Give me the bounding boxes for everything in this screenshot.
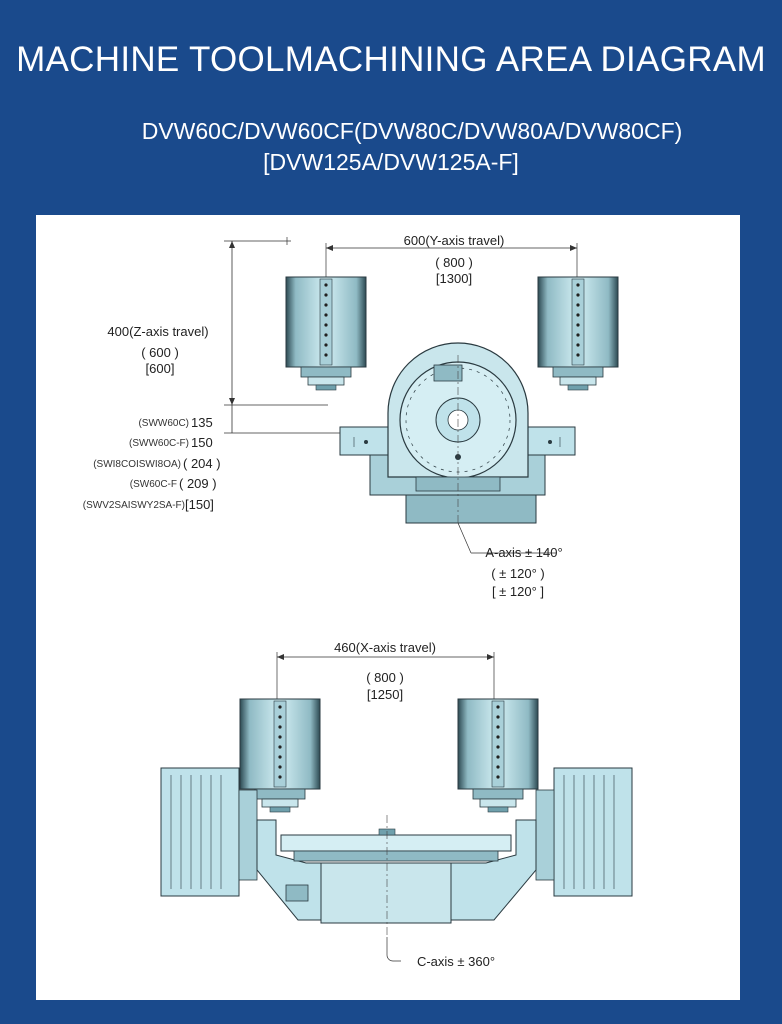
x-travel-alt1: ( 800 ) [366,670,404,685]
model-list-line-2: [DVW125A/DVW125A-F] [263,149,519,175]
height-value-1: 135 [191,415,213,430]
y-travel-label: 600(Y-axis travel) [404,233,505,248]
x-travel-label: 460(X-axis travel) [334,640,436,655]
a-axis-alt2: [ ± 120° ] [492,584,544,599]
y-travel-alt2: [1300] [436,271,472,286]
height-value-3: ( 204 ) [183,456,221,471]
a-axis-alt1: ( ± 120° ) [491,566,545,581]
model-list-line-1: DVW60C/DVW60CF(DVW80C/DVW80A/DVW80CF) [141,118,683,144]
height-value-4: ( 209 ) [179,476,217,491]
front-view-drawing: 460(X-axis travel) ( 800 ) [1250] C-axis… [160,640,633,969]
diagram-panel: 600(Y-axis travel) ( 800 ) [1300] 400(Z-… [36,215,740,1000]
page-title: MACHINE TOOLMACHINING AREA DIAGRAM [16,40,766,79]
z-travel-label: 400(Z-axis travel) [107,324,208,339]
height-model-5: (SWV2SAISWY2SA-F) [83,500,185,511]
c-axis-label: C-axis ± 360° [417,954,495,969]
a-axis-label: A-axis ± 140° [485,545,562,560]
z-travel-alt2: [600] [146,361,175,376]
top-view-drawing: 600(Y-axis travel) ( 800 ) [1300] 400(Z-… [83,233,619,599]
height-value-2: 150 [191,435,213,450]
x-travel-alt2: [1250] [367,687,403,702]
y-travel-alt1: ( 800 ) [435,255,473,270]
machining-area-drawing: 600(Y-axis travel) ( 800 ) [1300] 400(Z-… [83,233,633,969]
height-model-2: (SWW60C-F) [129,438,189,449]
height-value-5: [150] [185,497,214,512]
height-model-4: (SW60C-F [130,479,177,490]
height-model-3: (SWI8COISWI8OA) [93,459,181,470]
height-model-1: (SWW60C) [138,418,189,429]
z-travel-alt1: ( 600 ) [141,345,179,360]
